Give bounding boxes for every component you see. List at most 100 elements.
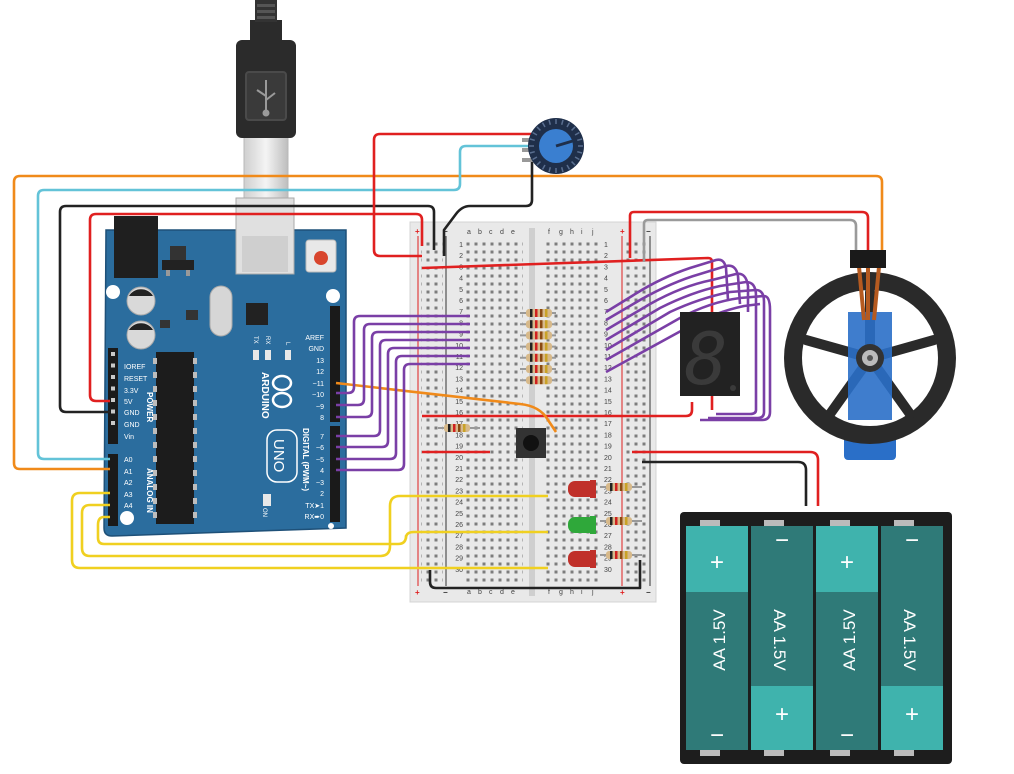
resistor[interactable] — [520, 376, 556, 385]
bb-row-24-left: 24 — [455, 500, 463, 507]
resistor[interactable] — [520, 309, 556, 317]
bb-row-28-left: 28 — [455, 544, 463, 551]
resistor[interactable] — [438, 424, 480, 432]
battery-cell[interactable]: +−AA 1.5V — [686, 526, 748, 750]
bb-row-21-left: 21 — [455, 466, 463, 473]
pin-vin: Vin — [124, 434, 134, 441]
potentiometer[interactable] — [522, 118, 584, 174]
rail-minus-tr: − — [646, 227, 651, 236]
wire-red-rail-2 — [422, 402, 694, 418]
bb-col-h-top: h — [570, 229, 574, 236]
bb-col-e-bottom: e — [511, 589, 515, 596]
led-red[interactable] — [568, 550, 596, 568]
wire-yellow-a3 — [70, 491, 548, 570]
wire-black-gnd — [58, 204, 436, 414]
resistor[interactable] — [520, 320, 556, 329]
pin-12: 12 — [316, 369, 324, 376]
uno-badge — [266, 429, 298, 483]
arduino-uno-board[interactable]: IOREF RESET 3.3V 5V GND GND Vin A0 A1 A2… — [103, 197, 347, 537]
wire-red-5v — [88, 212, 424, 403]
resistor-bank[interactable] — [438, 309, 642, 559]
bb-row-14-left: 14 — [455, 388, 463, 395]
pin-13: 13 — [316, 358, 324, 365]
pin-a3: A3 — [124, 492, 133, 499]
resistor[interactable] — [520, 353, 556, 362]
bb-row-25-left: 25 — [455, 511, 463, 518]
bb-row-26-right: 26 — [604, 522, 612, 529]
pin-gnd-1: GND — [124, 410, 140, 417]
wire-purple-seg-2 — [605, 264, 742, 322]
power-label: POWER — [145, 392, 154, 422]
led-green[interactable] — [568, 516, 596, 534]
bb-row-29-left: 29 — [455, 556, 463, 563]
bb-row-22-left: 22 — [455, 477, 463, 484]
bb-row-9-right: 9 — [604, 332, 608, 339]
battery-cell[interactable]: −+AA 1.5V — [881, 526, 943, 750]
resistor[interactable] — [600, 483, 642, 491]
bb-row-5-right: 5 — [604, 287, 608, 294]
bb-col-a-bottom: a — [467, 589, 471, 596]
pin-tx1: TX➤1 — [305, 503, 324, 510]
bb-col-d-top: d — [500, 229, 504, 236]
bb-col-g-top: g — [559, 229, 563, 236]
bb-col-h-bottom: h — [570, 589, 574, 596]
wire-black-battery — [642, 460, 808, 506]
bb-row-3-right: 3 — [604, 264, 608, 271]
bb-col-j-top: j — [591, 229, 594, 236]
pin-11: ~11 — [313, 381, 324, 388]
battery-terminal-top: − — [905, 527, 919, 554]
wire-orange-a1-servo — [12, 174, 884, 471]
bb-row-14-right: 14 — [604, 388, 612, 395]
wire-red-battery — [632, 450, 820, 506]
pin-8: 8 — [320, 415, 324, 422]
wire-yellow-a5 — [96, 515, 548, 546]
digital-header-top — [330, 306, 340, 422]
bb-row-24-right: 24 — [604, 500, 612, 507]
pin-5: ~5 — [316, 457, 324, 464]
resistor[interactable] — [600, 551, 642, 559]
servo-connector — [850, 250, 886, 268]
bb-row-7-right: 7 — [604, 309, 608, 316]
bb-row-4-right: 4 — [604, 276, 608, 283]
bb-col-d-bottom: d — [500, 589, 504, 596]
bb-row-26-left: 26 — [455, 522, 463, 529]
dc-jack — [114, 216, 158, 278]
bb-col-b-bottom: b — [478, 589, 482, 596]
bb-row-1-right: 1 — [604, 242, 608, 249]
wire-black-pot — [442, 158, 534, 256]
wire-red-pot — [372, 132, 534, 258]
pin-6: ~6 — [316, 445, 324, 452]
bb-col-j-bottom: j — [591, 589, 594, 596]
led-red[interactable] — [568, 480, 596, 498]
rail-minus-tl: − — [443, 227, 448, 236]
led-l-label: L — [284, 342, 290, 346]
pin-3: ~3 — [316, 480, 324, 487]
pin-2: 2 — [320, 491, 324, 498]
seven-segment-display[interactable]: 8 — [680, 312, 740, 401]
wire-red-servo-rail — [628, 210, 870, 258]
pin-reset: RESET — [124, 376, 148, 383]
resistor[interactable] — [600, 517, 642, 525]
wire-yellow-a4 — [80, 494, 548, 558]
rail-plus-tl: + — [415, 227, 420, 236]
battery-cell[interactable]: +−AA 1.5V — [816, 526, 878, 750]
battery-label: AA 1.5V — [770, 609, 789, 671]
digital-pwm-label: DIGITAL (PWM~) — [301, 428, 310, 491]
resistor[interactable] — [520, 365, 556, 373]
wire-purple-1 — [336, 314, 470, 395]
battery-label: AA 1.5V — [840, 609, 859, 671]
bb-row-6-right: 6 — [604, 298, 608, 305]
battery-pack[interactable]: +−AA 1.5V−+AA 1.5V+−AA 1.5V−+AA 1.5V — [680, 512, 952, 764]
servo-motor[interactable] — [784, 250, 956, 460]
resistor[interactable] — [520, 342, 556, 351]
bb-col-c-bottom: c — [489, 589, 493, 596]
battery-cell[interactable]: −+AA 1.5V — [751, 526, 813, 750]
bb-row-16-right: 16 — [604, 410, 612, 417]
led-group[interactable] — [568, 480, 596, 568]
usb-cable[interactable] — [236, 0, 296, 199]
pushbutton[interactable] — [516, 428, 546, 458]
resistor[interactable] — [520, 331, 556, 340]
battery-terminal-bottom: − — [840, 722, 854, 749]
